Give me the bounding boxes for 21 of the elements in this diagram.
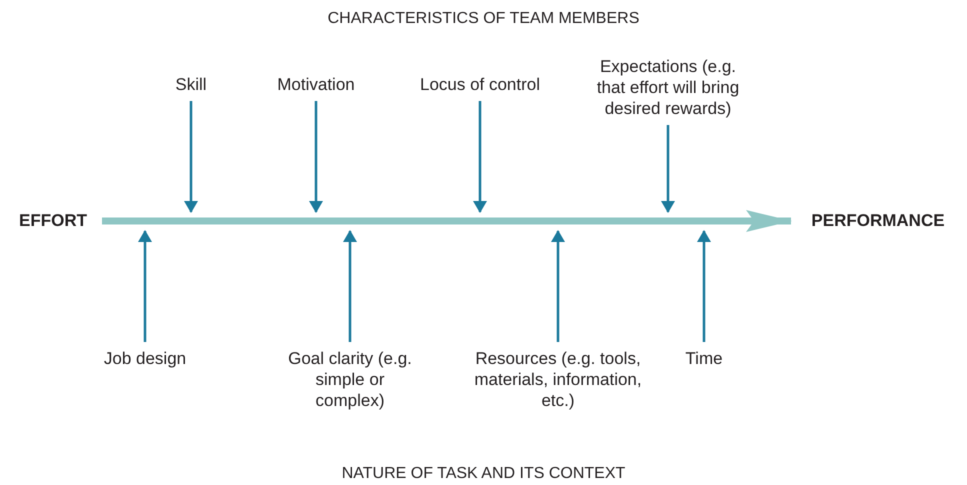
arrow <box>102 210 792 232</box>
factor-label: Skill <box>150 74 232 95</box>
factor-label: Expectations (e.g. that effort will bring desired rewards) <box>585 56 751 119</box>
endpoint-label: EFFORT <box>12 210 94 231</box>
section-heading: NATURE OF TASK AND ITS CONTEXT <box>340 465 626 483</box>
factor-label: Resources (e.g. tools, materials, information, etc.) <box>458 348 658 411</box>
arrow <box>309 101 323 213</box>
arrow <box>343 230 357 342</box>
factor-label: Time <box>664 348 744 369</box>
factor-label: Job design <box>75 348 215 369</box>
factor-label: Goal clarity (e.g. simple or complex) <box>285 348 415 411</box>
arrow <box>184 101 198 213</box>
arrow <box>473 101 487 213</box>
factor-label: Motivation <box>256 74 376 95</box>
arrow <box>138 230 152 342</box>
endpoint-label: PERFORMANCE <box>797 210 959 231</box>
arrow <box>551 230 565 342</box>
arrow <box>661 125 675 213</box>
arrow <box>697 230 711 342</box>
section-heading: CHARACTERISTICS OF TEAM MEMBERS <box>326 10 640 28</box>
factor-label: Locus of control <box>395 74 565 95</box>
